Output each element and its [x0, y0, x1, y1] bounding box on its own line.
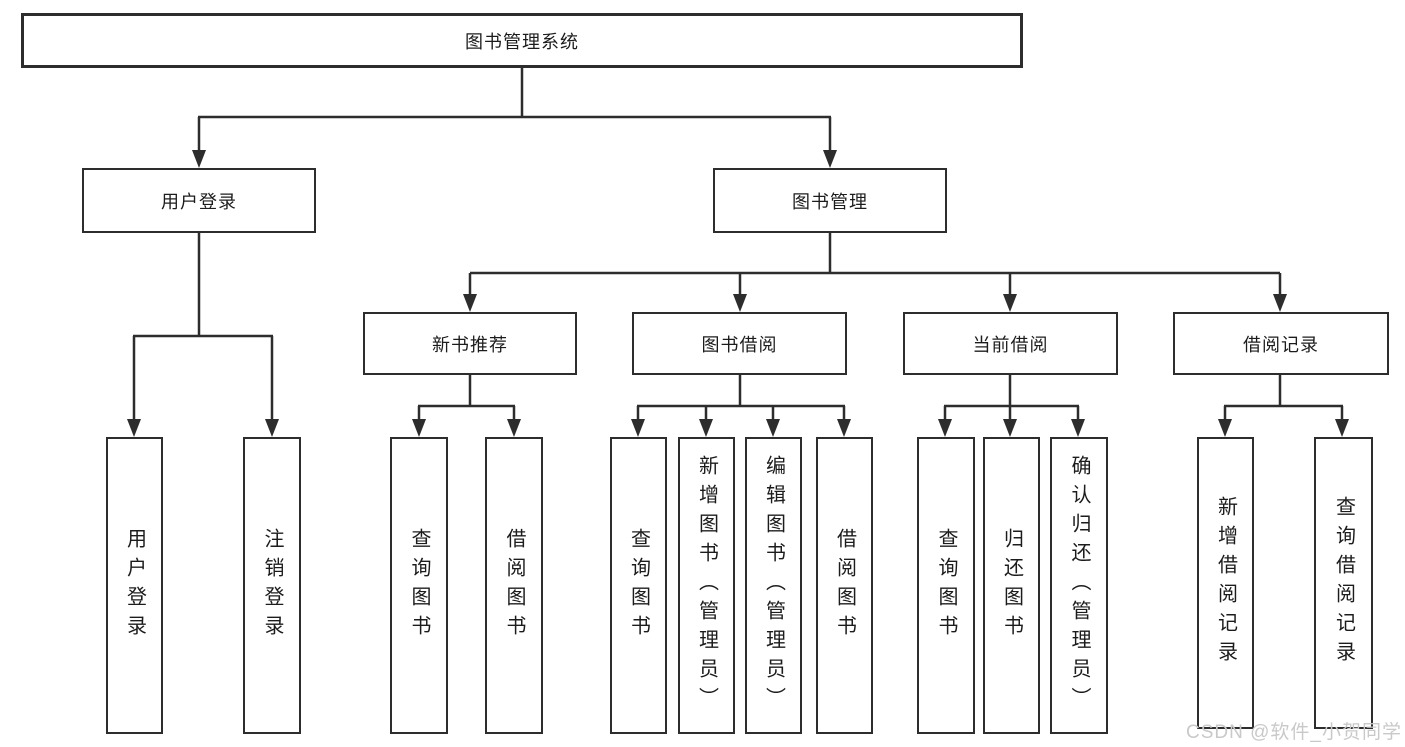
arrow-down-icon — [265, 419, 279, 437]
leaf-edit-book-admin: 编辑图书（管理员） — [745, 437, 802, 734]
node-label: 新书推荐 — [432, 334, 508, 355]
node-label: 用户登录 — [161, 191, 237, 212]
arrow-down-icon — [631, 419, 645, 437]
node-label: 图书借阅 — [701, 334, 778, 355]
connector-bookborrow-to-leaves — [631, 374, 851, 437]
node-book-management: 图书管理 — [713, 168, 947, 233]
leaf-query-book-1: 查询图书 — [390, 437, 448, 734]
csdn-watermark: CSDN @软件_小贺同学 — [1186, 722, 1402, 743]
node-user-login: 用户登录 — [82, 168, 316, 233]
connector-records-to-leaves — [1218, 374, 1349, 437]
arrow-down-icon — [733, 294, 747, 312]
node-book-borrow: 图书借阅 — [632, 312, 847, 375]
leaf-user-login: 用户登录 — [106, 437, 163, 734]
arrow-down-icon — [938, 419, 952, 437]
node-label: 图书管理 — [792, 191, 868, 212]
leaf-add-book-admin: 新增图书（管理员） — [678, 437, 735, 734]
arrow-down-icon — [699, 419, 713, 437]
node-new-book-recommend: 新书推荐 — [363, 312, 577, 375]
node-borrow-records: 借阅记录 — [1173, 312, 1389, 375]
node-label: 图书管理系统 — [465, 31, 579, 52]
arrow-down-icon — [837, 419, 851, 437]
arrow-down-icon — [507, 419, 521, 437]
arrow-down-icon — [1071, 419, 1085, 437]
arrow-down-icon — [412, 419, 426, 437]
arrow-down-icon — [1273, 294, 1287, 312]
node-label: 借阅记录 — [1243, 334, 1319, 355]
arrow-down-icon — [766, 419, 780, 437]
leaf-borrow-book-1: 借阅图书 — [485, 437, 543, 734]
connector-bookmgmt-to-level3 — [463, 233, 1287, 312]
leaf-query-book-2: 查询图书 — [610, 437, 667, 734]
leaf-query-book-3: 查询图书 — [917, 437, 975, 734]
arrow-down-icon — [1003, 419, 1017, 437]
leaf-confirm-return-admin: 确认归还（管理员） — [1050, 437, 1108, 734]
arrow-down-icon — [463, 294, 477, 312]
arrow-down-icon — [127, 419, 141, 437]
leaf-logout: 注销登录 — [243, 437, 301, 734]
leaf-borrow-book-2: 借阅图书 — [816, 437, 873, 734]
node-label: 当前借阅 — [972, 334, 1049, 355]
connector-currentborrow-to-leaves — [938, 374, 1085, 437]
node-root-system: 图书管理系统 — [21, 13, 1023, 68]
arrow-down-icon — [823, 150, 837, 168]
arrow-down-icon — [1003, 294, 1017, 312]
node-current-borrow: 当前借阅 — [903, 312, 1118, 375]
leaf-add-borrow-record: 新增借阅记录 — [1197, 437, 1254, 729]
leaf-return-book: 归还图书 — [983, 437, 1040, 734]
leaf-query-borrow-record: 查询借阅记录 — [1314, 437, 1373, 729]
connector-userlogin-to-leaves — [127, 233, 279, 437]
arrow-down-icon — [1218, 419, 1232, 437]
arrow-down-icon — [1335, 419, 1349, 437]
arrow-down-icon — [192, 150, 206, 168]
connector-newbook-to-leaves — [412, 374, 521, 437]
connector-root-to-level2 — [192, 68, 837, 168]
